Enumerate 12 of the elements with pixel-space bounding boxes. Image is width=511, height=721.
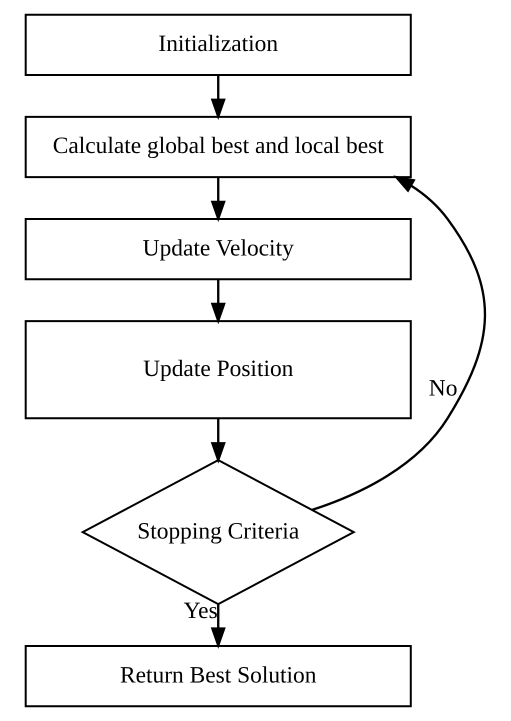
arrow: [210, 75, 226, 120]
arrow: [210, 280, 226, 324]
node-box: Update Velocity: [24, 218, 412, 280]
node-box: Update Position: [24, 320, 412, 420]
arrow: [210, 604, 226, 649]
arrow: [210, 177, 226, 222]
node-box: Calculate global best and local best: [24, 116, 412, 178]
arrow: [210, 418, 226, 464]
node-box: Initialization: [24, 14, 412, 76]
node-box: Return Best Solution: [24, 644, 412, 708]
edge-label: No: [428, 376, 458, 402]
arrow: [312, 175, 486, 511]
